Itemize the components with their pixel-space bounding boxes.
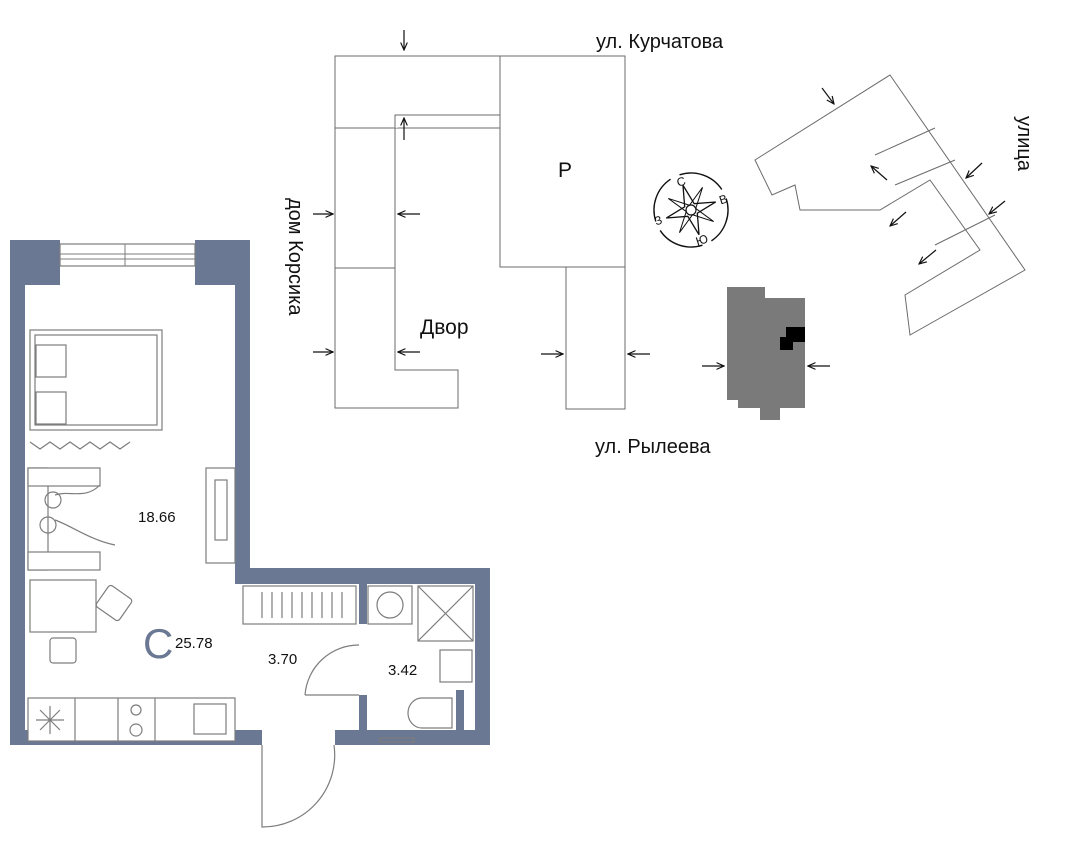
compass-west: З	[653, 213, 664, 229]
total-area: 25.78	[175, 635, 213, 652]
dining-table	[29, 579, 133, 664]
building-parking	[499, 55, 626, 410]
compass-north: С	[675, 174, 688, 190]
street-top-label: ул. Курчатова	[596, 31, 724, 53]
building-left	[334, 55, 501, 409]
building-right	[754, 74, 1026, 336]
courtyard-label: Двор	[420, 316, 469, 339]
doors	[261, 644, 360, 828]
compass-south: Ю	[694, 232, 710, 249]
bathroom-area: 3.42	[388, 662, 417, 679]
apartment-type-letter: С	[143, 620, 173, 667]
wardrobe	[242, 585, 357, 625]
sofa	[27, 467, 116, 571]
bathroom-fixtures	[367, 585, 474, 743]
parking-label: P	[558, 159, 572, 182]
neighbor-house-label: дом Корсика	[284, 198, 306, 316]
street-right-label: улица	[1013, 116, 1035, 172]
window	[59, 243, 196, 267]
bed	[29, 329, 163, 450]
entrance-arrows	[313, 30, 1006, 366]
street-bottom-label: ул. Рылеева	[595, 436, 711, 458]
hallway-area: 3.70	[268, 651, 297, 668]
living-room-area: 18.66	[138, 509, 176, 526]
highlighted-building	[727, 287, 805, 420]
unit-marker	[780, 327, 805, 350]
site-plan: ул. Курчатова ул. Рылеева улица дом Корс…	[284, 30, 1035, 458]
kitchen	[27, 697, 236, 742]
tv-stand	[205, 467, 236, 564]
compass-east: В	[717, 192, 729, 208]
walls	[10, 240, 490, 745]
compass-rose: С В Ю З	[653, 172, 729, 249]
apartment-plan: 18.66 3.70 3.42 С 25.78	[10, 240, 490, 828]
highlighted-building-shape	[727, 287, 805, 420]
